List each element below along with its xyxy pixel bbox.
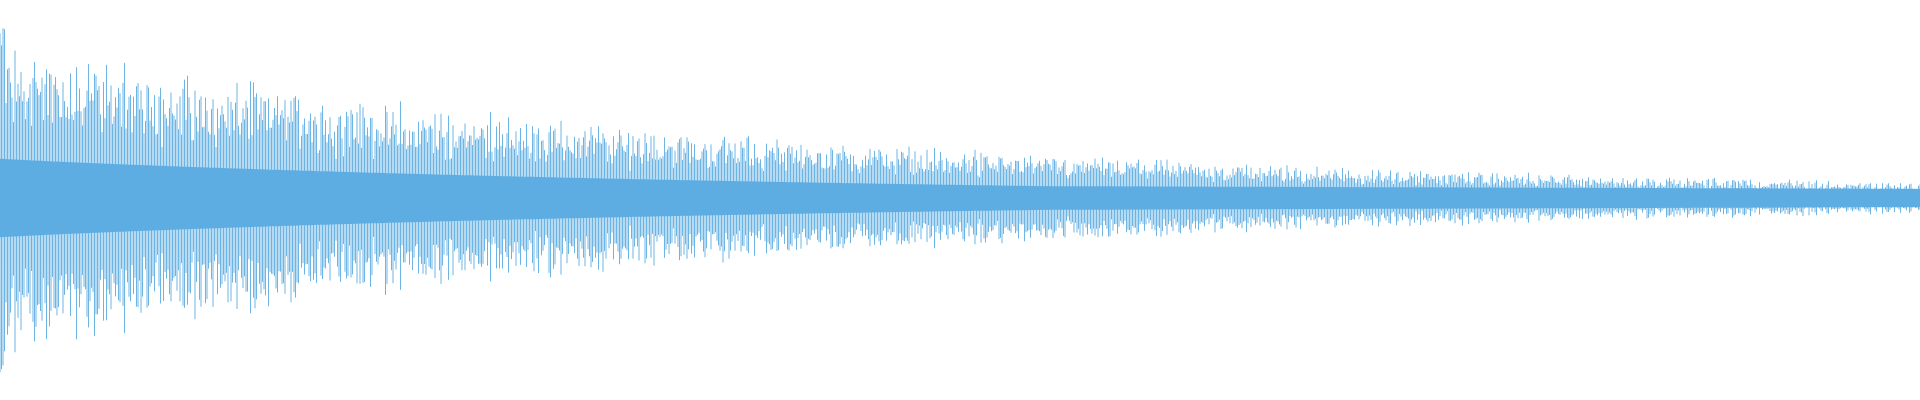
- waveform-core: [0, 158, 1920, 238]
